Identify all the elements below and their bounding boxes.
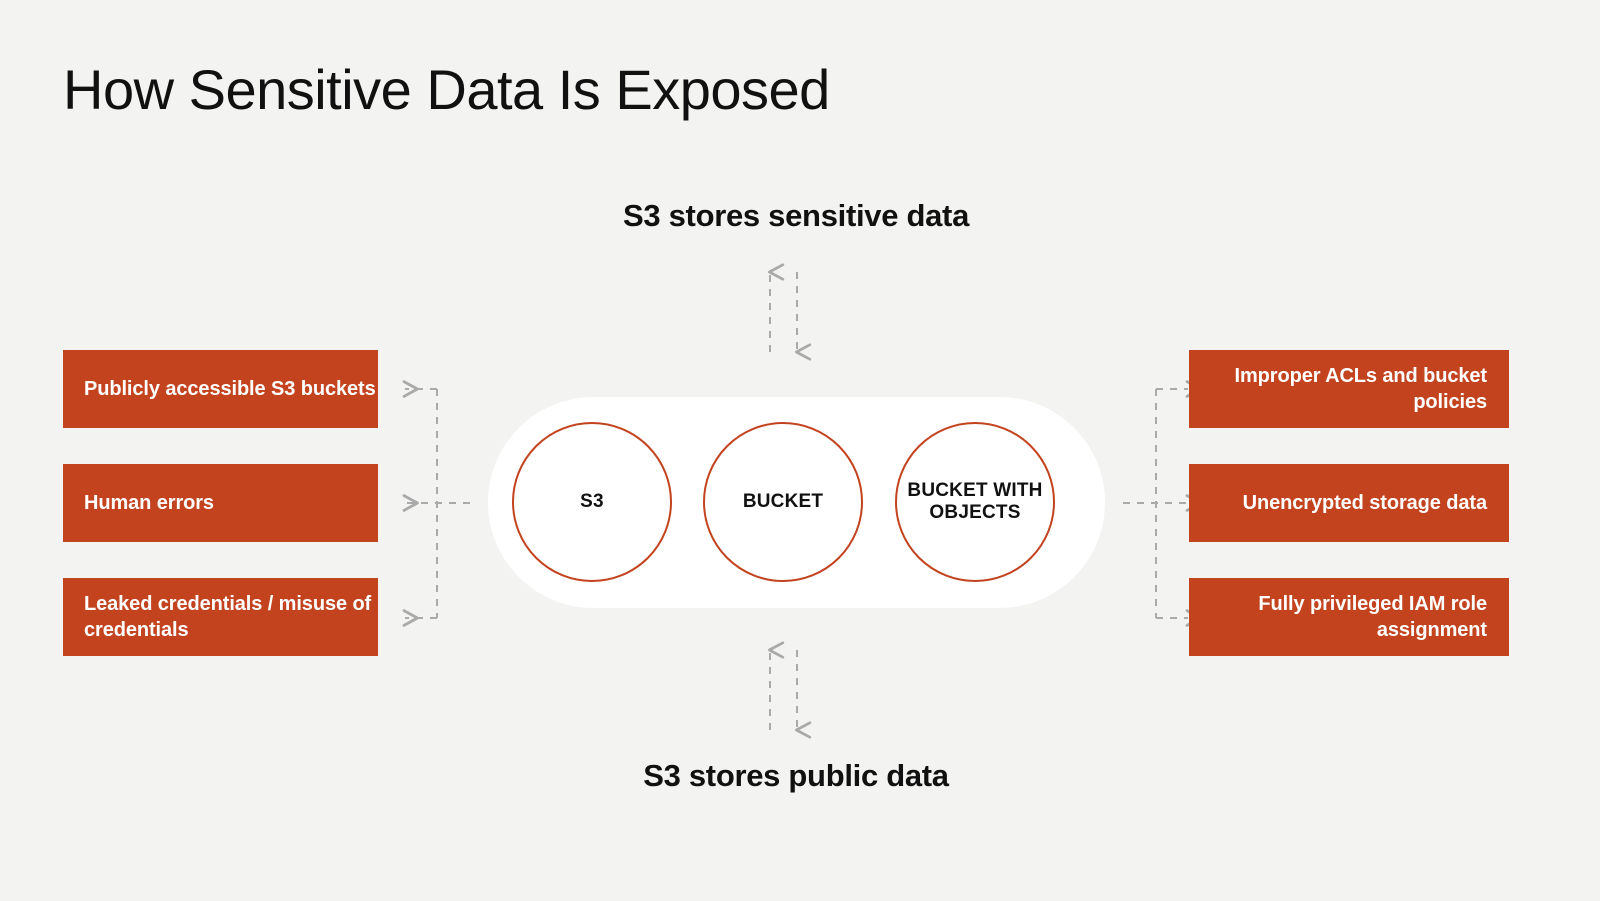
node-bucket-with-objects-label: BUCKET WITH OBJECTS: [907, 479, 1043, 523]
left-factor-label-3: Leaked credentials / misuse of credentia…: [84, 593, 372, 641]
node-s3[interactable]: S3: [512, 422, 672, 582]
right-factor-label-2: Unencrypted storage data: [1242, 492, 1487, 514]
page-title: How Sensitive Data Is Exposed: [63, 58, 830, 121]
node-bucket-with-objects[interactable]: BUCKET WITH OBJECTS: [895, 422, 1055, 582]
node-bucket-label: BUCKET: [742, 490, 824, 512]
right-factor-box-3[interactable]: Fully privileged IAM role assignment: [1189, 578, 1509, 656]
left-factor-box-2[interactable]: Human errors: [63, 464, 378, 542]
left-factor-label-2: Human errors: [84, 492, 214, 514]
node-bucket[interactable]: BUCKET: [703, 422, 863, 582]
right-factor-box-2[interactable]: Unencrypted storage data: [1189, 464, 1509, 542]
left-factor-box-3[interactable]: Leaked credentials / misuse of credentia…: [63, 578, 378, 656]
left-factor-label-1: Publicly accessible S3 buckets: [84, 378, 376, 400]
top-flow-caption: S3 stores sensitive data: [622, 198, 970, 233]
right-factor-label-1: Improper ACLs and bucket policies: [1234, 365, 1488, 413]
left-factor-box-1[interactable]: Publicly accessible S3 buckets: [63, 350, 378, 428]
right-factor-label-3: Fully privileged IAM role assignment: [1258, 593, 1487, 641]
bottom-flow-caption: S3 stores public data: [643, 758, 949, 793]
node-s3-label: S3: [580, 490, 604, 512]
right-factor-box-1[interactable]: Improper ACLs and bucket policies: [1189, 350, 1509, 428]
